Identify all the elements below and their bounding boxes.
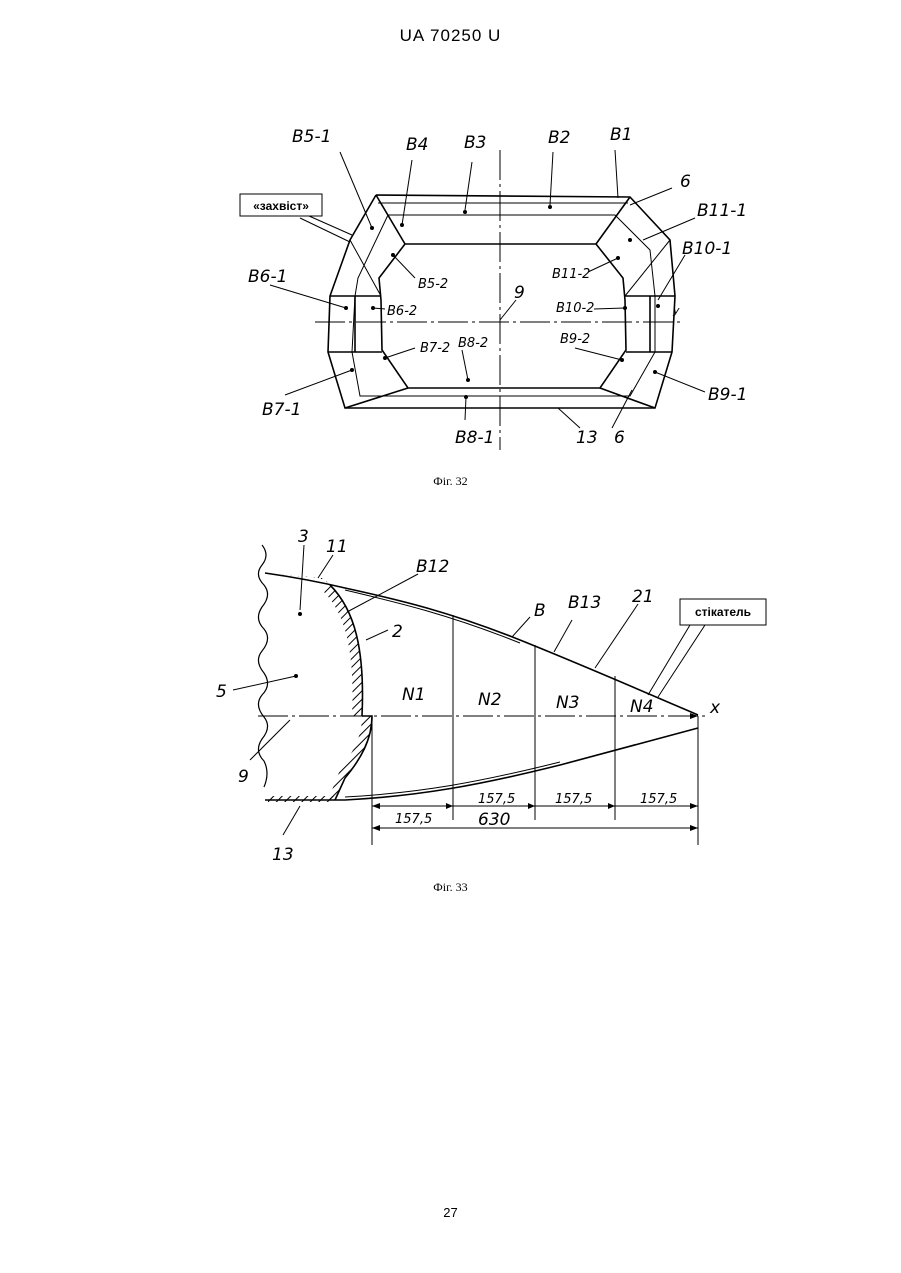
label-b13: B13 (568, 593, 601, 613)
label-9: 9 (514, 283, 525, 303)
dimension-d3: 157,5 (555, 792, 592, 807)
label-b6-1: B6-1 (248, 267, 287, 287)
section-label-n4: N4 (630, 697, 654, 717)
label-b8-1: B8-1 (455, 428, 494, 448)
figure-33-caption: Фіг. 33 (0, 880, 901, 895)
label-b8-2: B8-2 (458, 336, 488, 351)
label-b12: B12 (416, 557, 449, 577)
dimension-d4: 157,5 (640, 792, 677, 807)
label-2: 2 (392, 622, 403, 642)
label-b5-1: B5-1 (292, 127, 331, 147)
label-5: 5 (216, 682, 227, 702)
dimension-d1: 157,5 (395, 812, 432, 827)
label-3: 3 (298, 527, 309, 547)
section-label-n3: N3 (556, 693, 580, 713)
label-b10-2: B10-2 (556, 301, 594, 316)
figure-32-drawing: «захвіст» B5-1 B4 B3 B2 B1 6 B11-1 B10-1… (0, 0, 901, 470)
label-b2: B2 (548, 128, 570, 148)
section-label-n2: N2 (478, 690, 502, 710)
label-x-axis: x (709, 698, 721, 718)
label-21: 21 (632, 587, 654, 607)
label-b10-1: B10-1 (682, 239, 732, 259)
figure-33-drawing: стікатель 3 11 B12 2 B B13 21 5 9 13 x N… (0, 505, 901, 885)
label-b4: B4 (406, 135, 428, 155)
label-b11-1: B11-1 (697, 201, 747, 221)
zakhvist-callout-label: «захвіст» (253, 199, 309, 213)
dimension-total: 630 (478, 810, 510, 830)
label-b3: B3 (464, 133, 486, 153)
label-b6-2: B6-2 (387, 304, 417, 319)
label-13: 13 (576, 428, 598, 448)
stikatel-callout-label: стікатель (695, 605, 751, 619)
label-y-axis: y (672, 304, 680, 317)
label-6-bottom: 6 (614, 428, 625, 448)
label-b11-2: B11-2 (552, 267, 590, 282)
dimension-d2: 157,5 (478, 792, 515, 807)
label-13: 13 (272, 845, 294, 865)
figure-32-caption: Фіг. 32 (0, 474, 901, 489)
label-b1: B1 (610, 125, 632, 145)
section-label-n1: N1 (402, 685, 426, 705)
label-9: 9 (238, 767, 249, 787)
page-number: 27 (0, 1205, 901, 1220)
label-11: 11 (326, 537, 348, 557)
label-b7-1: B7-1 (262, 400, 301, 420)
label-b9-2: B9-2 (560, 332, 590, 347)
label-b7-2: B7-2 (420, 341, 450, 356)
label-b: B (534, 601, 546, 621)
label-6-top: 6 (680, 172, 691, 192)
label-b5-2: B5-2 (418, 277, 448, 292)
label-b9-1: B9-1 (708, 385, 747, 405)
